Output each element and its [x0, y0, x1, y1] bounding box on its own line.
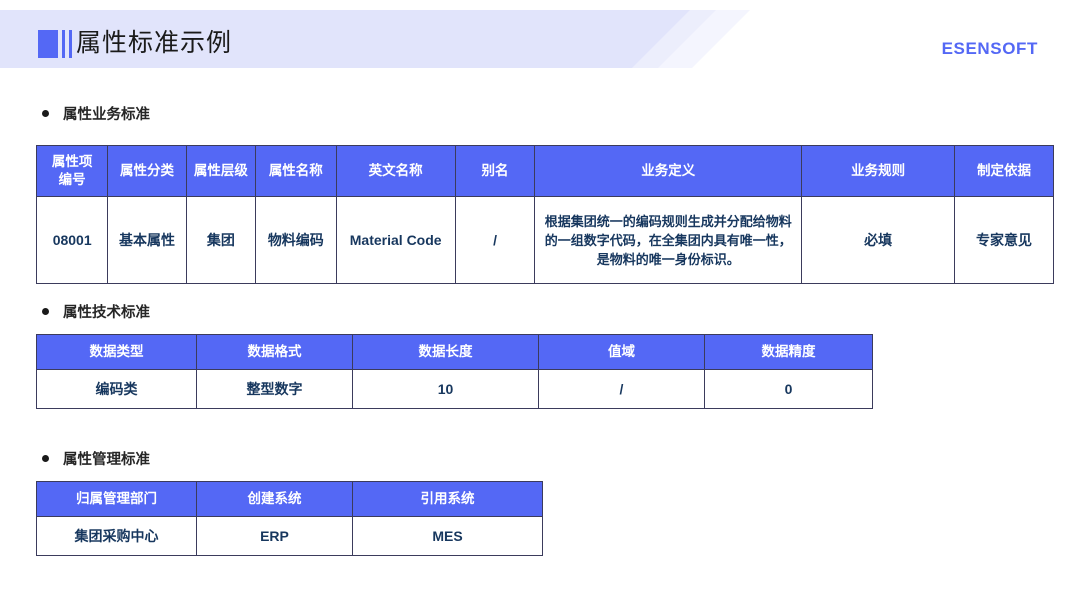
business-standard-table: 属性项 编号 属性分类 属性层级 属性名称 英文名称 别名 业务定义 业务规则 …	[35, 145, 1054, 284]
cell-create-system: ERP	[196, 516, 353, 556]
col-attr-level: 属性层级	[185, 145, 257, 197]
col-basis: 制定依据	[954, 145, 1054, 197]
col-create-system: 创建系统	[196, 481, 353, 517]
cell-value-range: /	[538, 369, 705, 409]
col-attr-category: 属性分类	[107, 145, 187, 197]
table-header-row: 数据类型 数据格式 数据长度 值域 数据精度	[36, 334, 873, 370]
table-row: 08001 基本属性 集团 物料编码 Material Code / 根据集团统…	[35, 196, 1054, 284]
cell-data-length: 10	[352, 369, 539, 409]
col-attr-name: 属性名称	[255, 145, 337, 197]
col-attr-no: 属性项 编号	[35, 145, 109, 197]
section-heading-management: 属性管理标准	[42, 448, 150, 469]
icon-bar-1	[62, 30, 65, 58]
icon-bar-2	[69, 30, 72, 58]
section-label-text: 属性技术标准	[63, 305, 150, 321]
col-biz-rule: 业务规则	[801, 145, 956, 197]
cell-data-precision: 0	[704, 369, 873, 409]
cell-ref-system: MES	[352, 516, 543, 556]
management-standard-table: 归属管理部门 创建系统 引用系统 集团采购中心 ERP MES	[36, 481, 543, 556]
bullet-icon	[42, 308, 49, 315]
page-header: 属性标准示例 ESENSOFT	[0, 10, 1080, 68]
col-data-type: 数据类型	[36, 334, 197, 370]
section-label-text: 属性业务标准	[63, 107, 150, 123]
icon-square	[38, 30, 58, 58]
col-data-length: 数据长度	[352, 334, 539, 370]
cell-attr-no: 08001	[35, 196, 109, 284]
page-title: 属性标准示例	[76, 29, 233, 57]
cell-attr-alias: /	[454, 196, 536, 284]
cell-data-format: 整型数字	[196, 369, 353, 409]
table-row: 集团采购中心 ERP MES	[36, 516, 543, 556]
square-bars-icon	[38, 29, 72, 59]
table-header-row: 归属管理部门 创建系统 引用系统	[36, 481, 543, 517]
cell-biz-rule: 必填	[801, 196, 956, 284]
section-label-text: 属性管理标准	[63, 452, 150, 468]
col-data-precision: 数据精度	[704, 334, 873, 370]
col-data-format: 数据格式	[196, 334, 353, 370]
cell-data-type: 编码类	[36, 369, 197, 409]
cell-owner-dept: 集团采购中心	[36, 516, 197, 556]
section-heading-business: 属性业务标准	[42, 103, 150, 124]
col-attr-no-line1: 属性项	[51, 154, 93, 169]
cell-basis: 专家意见	[954, 196, 1054, 284]
cell-attr-category: 基本属性	[107, 196, 187, 284]
col-attr-alias: 别名	[454, 145, 536, 197]
col-attr-en-name: 英文名称	[335, 145, 456, 197]
bullet-icon	[42, 110, 49, 117]
col-ref-system: 引用系统	[352, 481, 543, 517]
cell-attr-level: 集团	[185, 196, 257, 284]
col-value-range: 值域	[538, 334, 705, 370]
cell-attr-name: 物料编码	[255, 196, 337, 284]
bullet-icon	[42, 455, 49, 462]
cell-attr-en-name: Material Code	[335, 196, 456, 284]
technical-standard-table: 数据类型 数据格式 数据长度 值域 数据精度 编码类 整型数字 10 / 0	[36, 334, 873, 409]
table-header-row: 属性项 编号 属性分类 属性层级 属性名称 英文名称 别名 业务定义 业务规则 …	[35, 145, 1054, 197]
brand-logo: ESENSOFT	[941, 39, 1038, 58]
col-biz-definition: 业务定义	[534, 145, 803, 197]
cell-biz-definition: 根据集团统一的编码规则生成并分配给物料的一组数字代码，在全集团内具有唯一性，是物…	[534, 196, 803, 284]
col-owner-dept: 归属管理部门	[36, 481, 197, 517]
col-attr-no-line2: 编号	[58, 172, 86, 187]
section-heading-technical: 属性技术标准	[42, 301, 150, 322]
header-band-dark	[0, 10, 690, 68]
table-row: 编码类 整型数字 10 / 0	[36, 369, 873, 409]
